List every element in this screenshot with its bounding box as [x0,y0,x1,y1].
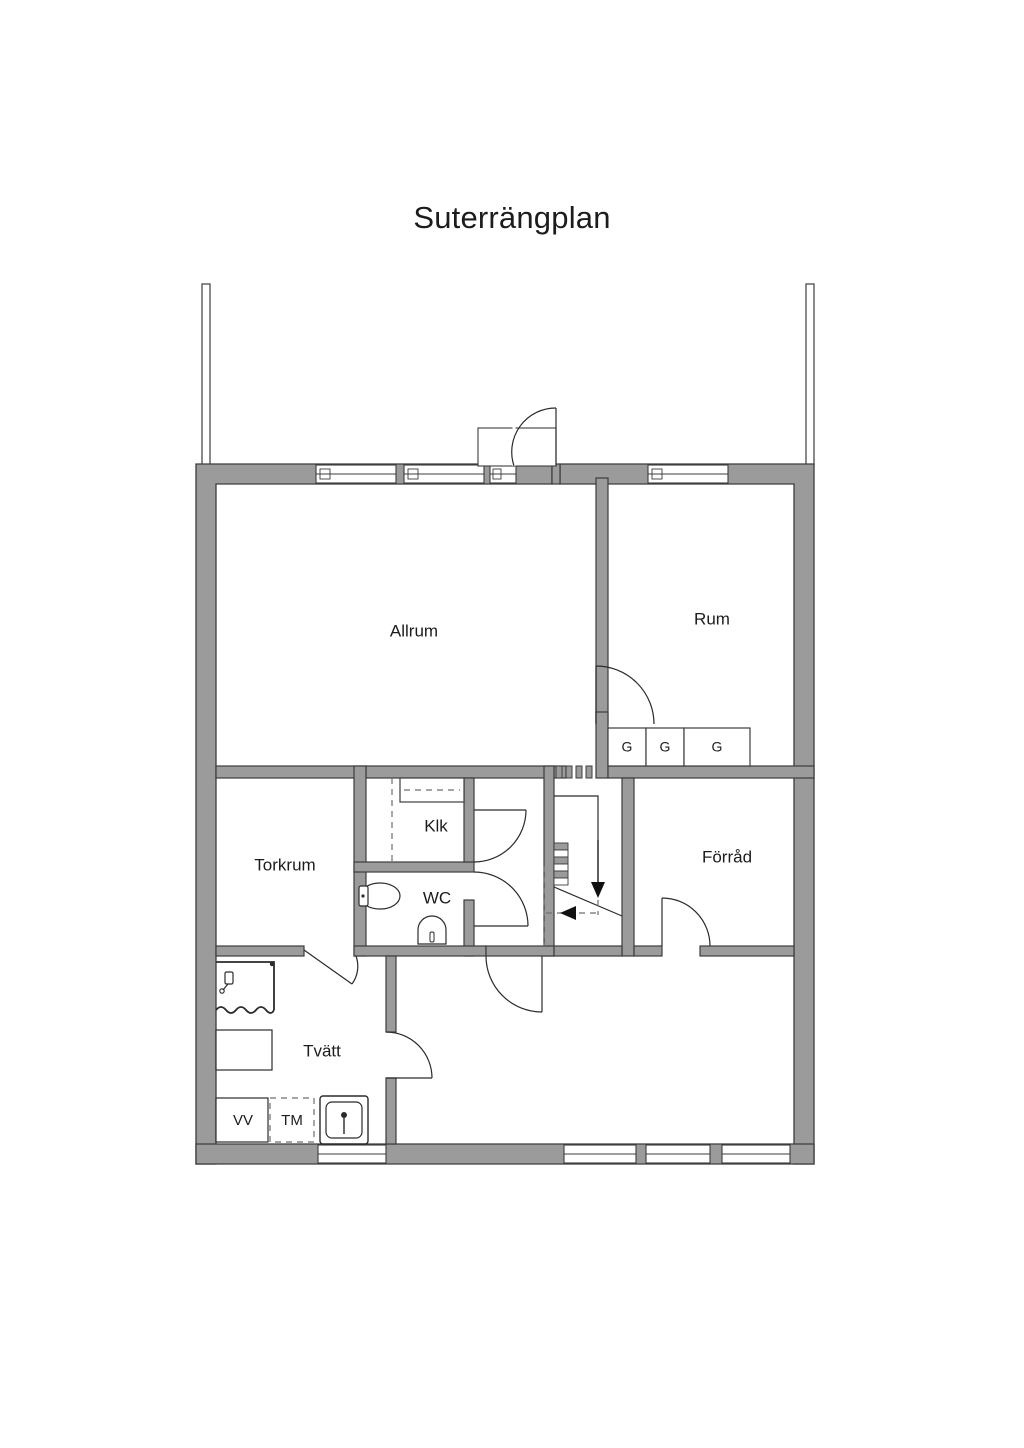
door-rum [595,665,655,725]
wardrobe-label-3: G [712,739,723,755]
room-label-forrad: Förråd [702,847,752,866]
wardrobe-label-1: G [622,739,633,755]
stair-treads [553,842,569,886]
door-klk [473,809,527,863]
room-label-allrum: Allrum [390,621,438,640]
window-top-4 [647,464,729,484]
door-hall-center [485,955,543,1013]
fixture-label-group: VV TM [233,1112,303,1129]
sink-icon [417,915,447,945]
room-label-rum: Rum [694,609,730,628]
window-bottom-3 [645,1144,711,1164]
window-bottom-1 [317,1144,387,1164]
fixture-label-vv: VV [233,1112,253,1129]
wardrobe-group: G G G [607,727,751,767]
door-group [303,665,711,1079]
room-label-klk: Klk [424,816,448,835]
room-label-wc: WC [423,888,451,907]
interior-walls [215,477,815,1145]
door-torkrum-sliding [303,949,359,985]
window-bottom-4 [721,1144,791,1164]
fixture-label-tm: TM [281,1112,303,1129]
staircase [543,765,623,946]
entrance-recess [551,463,561,485]
window-top-2 [403,464,485,484]
window-top-3 [489,464,517,484]
shower-icon [215,961,275,1014]
klk-shelving [391,777,465,862]
room-label-group: Allrum Rum Torkrum Klk WC Förråd Tvätt [254,609,752,1060]
stair-hatch-top [555,765,593,779]
toilet-icon [358,882,401,910]
window-group-bottom [317,1144,791,1164]
wardrobe-label-2: G [660,739,671,755]
room-label-tvatt: Tvätt [303,1041,341,1060]
page-title: Suterrängplan [413,200,611,235]
stair-down-arrow [591,840,605,898]
door-forrad [661,897,711,947]
room-label-torkrum: Torkrum [254,855,315,874]
floor-drain-icon [319,1095,369,1145]
door-wc [473,871,529,927]
door-tvatt [385,1031,433,1079]
tvatt-fixtures [215,961,369,1145]
exterior-walls [195,463,815,1165]
stair-direction-indicator [543,866,599,946]
window-top-1 [315,464,397,484]
entrance-door [477,407,557,467]
window-bottom-2 [563,1144,637,1164]
wc-fixtures [358,882,447,945]
window-group-top [315,464,729,484]
